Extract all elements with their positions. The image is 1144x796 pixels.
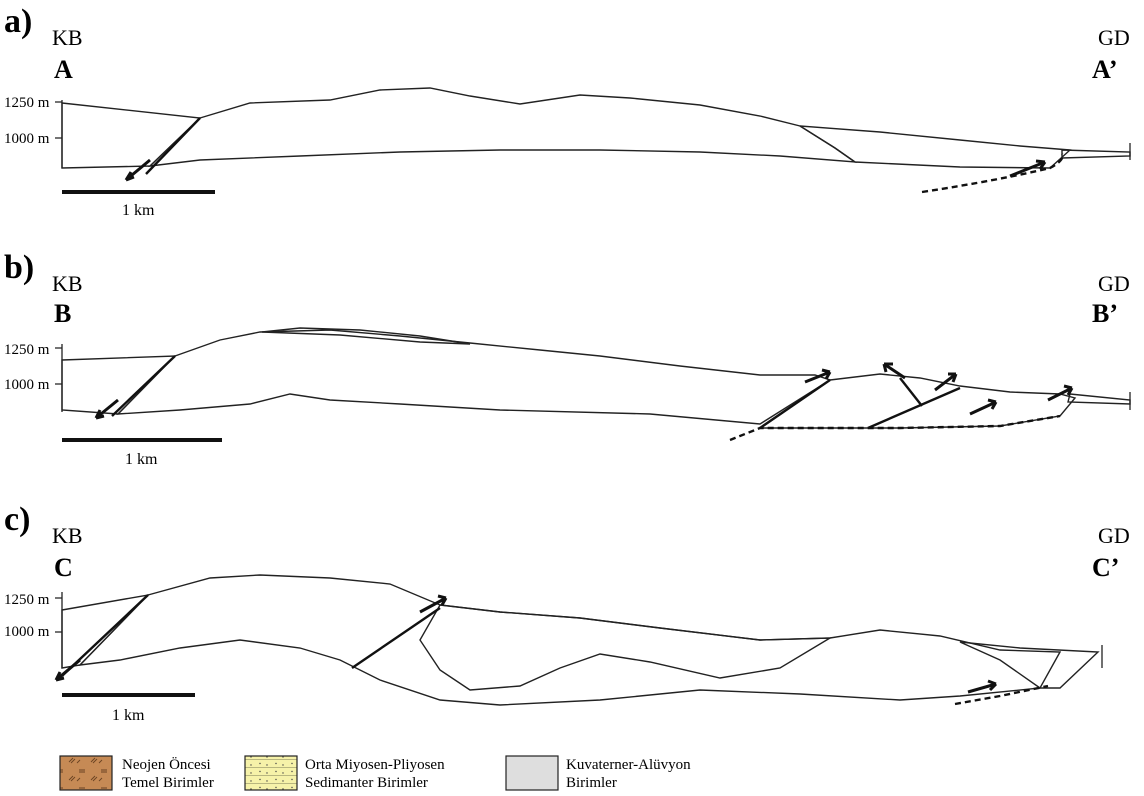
thrust-fault <box>922 154 1063 192</box>
legend-item-basement: Neojen Öncesi Temel Birimler <box>60 756 214 791</box>
right-direction-label: GD <box>1098 271 1130 296</box>
legend-swatch <box>245 756 297 790</box>
right-endpoint-label: B’ <box>1092 299 1118 328</box>
fault-arrow <box>56 660 80 680</box>
fault-line <box>146 118 200 174</box>
legend-item-sediment: Orta Miyosen-Pliyosen Sedimanter Birimle… <box>245 756 445 791</box>
sediment-unit <box>960 642 1098 688</box>
elevation-axis: 1250 m 1000 m <box>4 95 62 168</box>
panel-letter: a) <box>4 3 32 40</box>
fault-arrow <box>96 400 118 418</box>
sediment-unit <box>62 103 200 168</box>
legend-label: Neojen Öncesi <box>122 756 211 773</box>
basement-unit <box>80 575 1060 705</box>
basement-unit <box>150 88 855 166</box>
legend-item-alluvium: Kuvaterner-Alüvyon Birimler <box>506 756 691 791</box>
legend-label: Sedimanter Birimler <box>305 775 428 791</box>
legend-label: Orta Miyosen-Pliyosen <box>305 757 445 773</box>
legend-swatch <box>506 756 558 790</box>
sediment-unit <box>62 356 175 414</box>
fault-line <box>352 608 440 668</box>
legend: Neojen Öncesi Temel Birimler Orta Miyose… <box>60 756 691 791</box>
panel-c: c) KB C GD C’ 1250 m 1000 m 1 km <box>4 501 1130 724</box>
elevation-axis: 1250 m 1000 m <box>4 592 62 668</box>
panel-letter: c) <box>4 501 30 538</box>
elevation-tick-lower: 1000 m <box>4 131 50 147</box>
right-direction-label: GD <box>1098 523 1130 548</box>
scale-label: 1 km <box>112 707 145 724</box>
fault-line <box>760 380 830 428</box>
panel-letter: b) <box>4 249 34 286</box>
left-direction-label: KB <box>52 523 83 548</box>
right-endpoint-label: C’ <box>1092 553 1119 582</box>
legend-label: Temel Birimler <box>122 775 214 791</box>
fault-arrow <box>126 160 150 180</box>
elevation-tick-upper: 1250 m <box>4 342 50 358</box>
elevation-axis: 1250 m 1000 m <box>4 342 62 412</box>
sediment-unit <box>800 126 1070 168</box>
elevation-tick-lower: 1000 m <box>4 377 50 393</box>
right-endpoint-label: A’ <box>1092 55 1118 84</box>
elevation-tick-lower: 1000 m <box>4 624 50 640</box>
alluvium-unit <box>1062 150 1130 158</box>
scale-label: 1 km <box>125 451 158 468</box>
basement-unit <box>118 330 830 424</box>
left-direction-label: KB <box>52 25 83 50</box>
left-endpoint-label: C <box>54 553 73 582</box>
scale-bar: 1 km <box>62 440 222 468</box>
elevation-tick-upper: 1250 m <box>4 592 50 608</box>
elevation-tick-upper: 1250 m <box>4 95 50 111</box>
alluvium-unit <box>1068 394 1130 404</box>
panel-a: a) KB A GD A’ 1250 m 1000 m 1 km <box>4 3 1130 219</box>
legend-label: Birimler <box>566 775 617 791</box>
fault-line <box>900 378 922 406</box>
legend-swatch <box>60 756 112 790</box>
left-endpoint-label: A <box>54 55 73 84</box>
fault-line <box>112 356 175 416</box>
fault-arrow <box>968 681 996 692</box>
scale-label: 1 km <box>122 202 155 219</box>
fault-arrow <box>805 370 830 382</box>
scale-bar: 1 km <box>62 695 195 724</box>
right-direction-label: GD <box>1098 25 1130 50</box>
fault-arrow <box>1010 161 1045 176</box>
left-endpoint-label: B <box>54 299 71 328</box>
legend-label: Kuvaterner-Alüvyon <box>566 757 691 773</box>
panel-b: b) KB B GD B’ 1250 m 1000 m 1 km <box>4 249 1130 468</box>
scale-bar: 1 km <box>62 192 215 219</box>
fault-arrow <box>970 400 996 414</box>
left-direction-label: KB <box>52 271 83 296</box>
sediment-unit <box>420 605 830 690</box>
